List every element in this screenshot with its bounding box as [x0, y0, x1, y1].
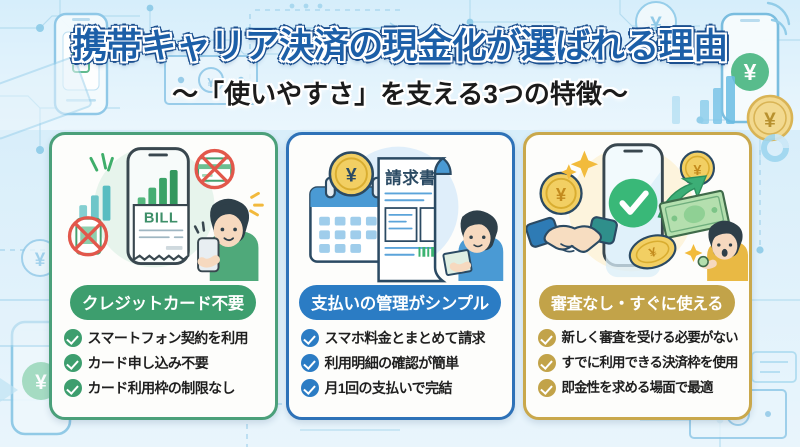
list-item: スマホ料金とまとめて請求	[300, 329, 504, 347]
svg-text:¥: ¥	[764, 109, 776, 132]
svg-text:¥: ¥	[650, 13, 662, 36]
card-badge: 支払いの管理がシンプル	[299, 285, 501, 320]
bill-phone-no-card-illustration: BILL	[52, 135, 275, 283]
card-bullet-list: スマホ料金とまとめて請求 利用明細の確認が簡単 月1回の支払いで完結	[289, 320, 512, 397]
bullet-label: 月1回の支払いで完結	[324, 379, 453, 396]
bullet-label: カード申し込み不要	[87, 354, 209, 371]
list-item: 利用明細の確認が簡単	[300, 354, 504, 372]
svg-text:請求書: 請求書	[385, 168, 436, 188]
invoice-calendar-illustration: ¥ 請求書	[289, 135, 512, 283]
feature-card-simple-billing[interactable]: ¥ 請求書	[285, 132, 515, 420]
bullet-label: 即金性を求める場面で最適	[561, 379, 714, 395]
svg-text:¥: ¥	[35, 250, 46, 271]
svg-text:¥: ¥	[555, 184, 566, 205]
page-subtitle: 〜「使いやすさ」を支える3つの特徴〜	[172, 79, 628, 109]
bullet-label: カード利用枠の制限なし	[87, 379, 236, 396]
list-item: スマートフォン契約を利用	[63, 329, 267, 347]
wifi-icon-right	[766, 1, 791, 36]
svg-text:¥: ¥	[693, 163, 702, 179]
bullet-label: 新しく審査を受ける必要がない	[561, 329, 739, 345]
bar-chart-header-right	[672, 96, 680, 124]
card-bullet-list: スマートフォン契約を利用 カード申し込み不要 カード利用枠の制限なし	[52, 320, 275, 397]
check-icon	[63, 354, 82, 372]
check-icon	[537, 379, 556, 397]
list-item: カード利用枠の制限なし	[63, 379, 267, 397]
feature-card-no-screening[interactable]: ¥ ¥	[522, 132, 752, 420]
svg-text:¥: ¥	[744, 59, 757, 85]
bullet-label: スマホ料金とまとめて請求	[324, 329, 486, 346]
check-icon	[537, 329, 556, 347]
bullet-label: すでに利用できる決済枠を使用	[561, 354, 739, 370]
check-icon	[63, 329, 82, 347]
check-icon	[300, 354, 319, 372]
page-title: 携帯キャリア決済の現金化が選ばれる理由	[72, 27, 729, 66]
feature-cards: BILL	[0, 132, 800, 432]
check-icon	[63, 379, 82, 397]
banknote-top-left: ¥	[164, 55, 258, 105]
svg-text:¥: ¥	[345, 165, 356, 187]
arrow-icon-bottom-left	[0, 378, 18, 402]
feature-card-credit-card-free[interactable]: BILL	[48, 132, 278, 420]
list-item: すでに利用できる決済枠を使用	[537, 354, 741, 372]
bar-chart-right	[700, 76, 735, 124]
donut-icon-right	[761, 134, 789, 162]
card-badge: クレジットカード不要	[69, 285, 256, 320]
yen-coin-top-right: ¥	[635, 1, 677, 43]
check-icon	[300, 379, 319, 397]
list-item: 月1回の支払いで完結	[300, 379, 504, 397]
header: 携帯キャリア決済の現金化が選ばれる理由 〜「使いやすさ」を支える3つの特徴〜	[0, 0, 800, 128]
svg-text:¥: ¥	[207, 75, 215, 90]
list-item: 即金性を求める場面で最適	[537, 379, 741, 397]
list-item: カード申し込み不要	[63, 354, 267, 372]
check-icon	[537, 354, 556, 372]
svg-text:¥: ¥	[35, 371, 47, 394]
card-badge: 審査なし・すぐに使える	[538, 285, 736, 320]
svg-text:¥: ¥	[647, 245, 658, 260]
arrow-icon-left	[246, 22, 400, 34]
bullet-label: 利用明細の確認が簡単	[324, 354, 460, 371]
svg-text:BILL: BILL	[143, 211, 177, 227]
banknote-left-diag	[0, 56, 92, 140]
card-bullet-list: 新しく審査を受ける必要がない すでに利用できる決済枠を使用 即金性を求める場面で…	[526, 320, 749, 397]
bullet-label: スマートフォン契約を利用	[87, 329, 249, 346]
instant-approval-illustration: ¥ ¥	[525, 135, 749, 283]
list-item: 新しく審査を受ける必要がない	[537, 329, 741, 347]
check-icon	[300, 329, 319, 347]
phone-outline-right: ¥	[720, 12, 780, 124]
